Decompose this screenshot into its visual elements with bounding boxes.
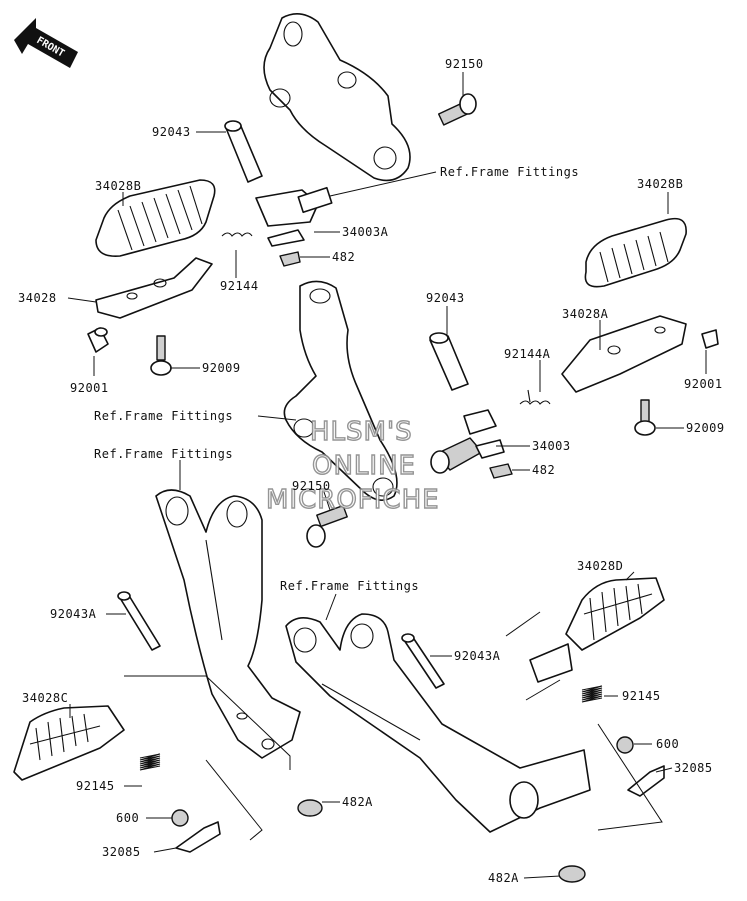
front-arrow-icon: FRONT <box>14 18 78 68</box>
label-92043A-right: 92043A <box>454 649 501 663</box>
label-92150-top: 92150 <box>445 57 484 71</box>
label-92145-right: 92145 <box>622 689 661 703</box>
label-34028D: 34028D <box>577 559 623 573</box>
middle-bracket <box>283 280 398 501</box>
lower-right-hanger <box>285 613 591 833</box>
clip-482A-left <box>297 799 323 817</box>
plate-32085-left <box>175 821 221 853</box>
label-92043-mid: 92043 <box>426 291 465 305</box>
spring-92145-right <box>581 685 603 703</box>
label-600-left: 600 <box>116 811 139 825</box>
label-92144: 92144 <box>220 279 259 293</box>
label-92043-top: 92043 <box>152 125 191 139</box>
upper-bracket <box>263 13 411 182</box>
label-34028: 34028 <box>18 291 57 305</box>
label-600-right: 600 <box>656 737 679 751</box>
bolt-92150-top <box>437 93 477 126</box>
label-482A-bottom: 482A <box>488 871 519 885</box>
ball-600-left <box>171 809 189 827</box>
label-482A-left: 482A <box>342 795 373 809</box>
peg-34028D <box>529 577 665 683</box>
label-482-top: 482 <box>332 250 355 264</box>
lower-left-hanger <box>155 489 301 759</box>
label-92144A: 92144A <box>504 347 551 361</box>
label-34028A: 34028A <box>562 307 609 321</box>
plate-32085-right <box>627 765 665 797</box>
watermark-line2: ONLINE <box>312 451 416 481</box>
spring-92144 <box>221 232 253 237</box>
label-92009-left: 92009 <box>202 361 241 375</box>
label-ref-left: Ref.Frame Fittings <box>94 447 233 461</box>
label-92001-right: 92001 <box>684 377 723 391</box>
bolt-92001-left <box>87 327 109 353</box>
label-ref-mid: Ref.Frame Fittings <box>94 409 233 423</box>
label-32085-left: 32085 <box>102 845 141 859</box>
bolt-92009-left <box>150 335 172 376</box>
ball-600-right <box>616 736 634 754</box>
pin-92043A-right <box>401 633 445 689</box>
label-92150-mid: 92150 <box>292 479 331 493</box>
footrest-left <box>95 179 216 319</box>
clip-482-top <box>279 251 301 267</box>
label-ref-top: Ref.Frame Fittings <box>440 165 579 179</box>
pin-92043-mid <box>429 332 469 391</box>
label-92043A-left: 92043A <box>50 607 97 621</box>
label-482-mid: 482 <box>532 463 555 477</box>
spring-92145-left <box>139 753 161 771</box>
leader-lines <box>67 72 707 879</box>
bolt-92009-right <box>634 399 656 436</box>
label-92145-left: 92145 <box>76 779 115 793</box>
bolt-92150-mid <box>306 504 348 548</box>
clip-482-mid <box>489 463 513 479</box>
watermark-line3: MICROFICHE <box>266 485 440 515</box>
footrest-right <box>561 217 687 393</box>
label-34028B-left: 34028B <box>95 179 141 193</box>
label-34003: 34003 <box>532 439 571 453</box>
label-32085-right: 32085 <box>674 761 713 775</box>
pin-92043A-left <box>117 591 161 651</box>
part-labels: 92150 92043 Ref.Frame Fittings 34028B 34… <box>18 57 725 885</box>
holder-34003A <box>255 186 333 247</box>
watermark-line1: HLSM'S <box>310 417 413 447</box>
label-92001-left: 92001 <box>70 381 109 395</box>
label-34003A: 34003A <box>342 225 389 239</box>
label-34028B-right: 34028B <box>637 177 683 191</box>
bolt-92001-right <box>701 329 719 349</box>
clip-482A-bottom <box>558 865 586 883</box>
pin-92043-top <box>224 120 263 183</box>
holder-34003 <box>430 409 505 474</box>
watermark: HLSM'S ONLINE MICROFICHE <box>265 416 440 515</box>
label-ref-low: Ref.Frame Fittings <box>280 579 419 593</box>
peg-34028C <box>13 705 125 781</box>
label-34028C: 34028C <box>22 691 68 705</box>
spring-92144A <box>519 389 551 405</box>
label-92009-right: 92009 <box>686 421 725 435</box>
